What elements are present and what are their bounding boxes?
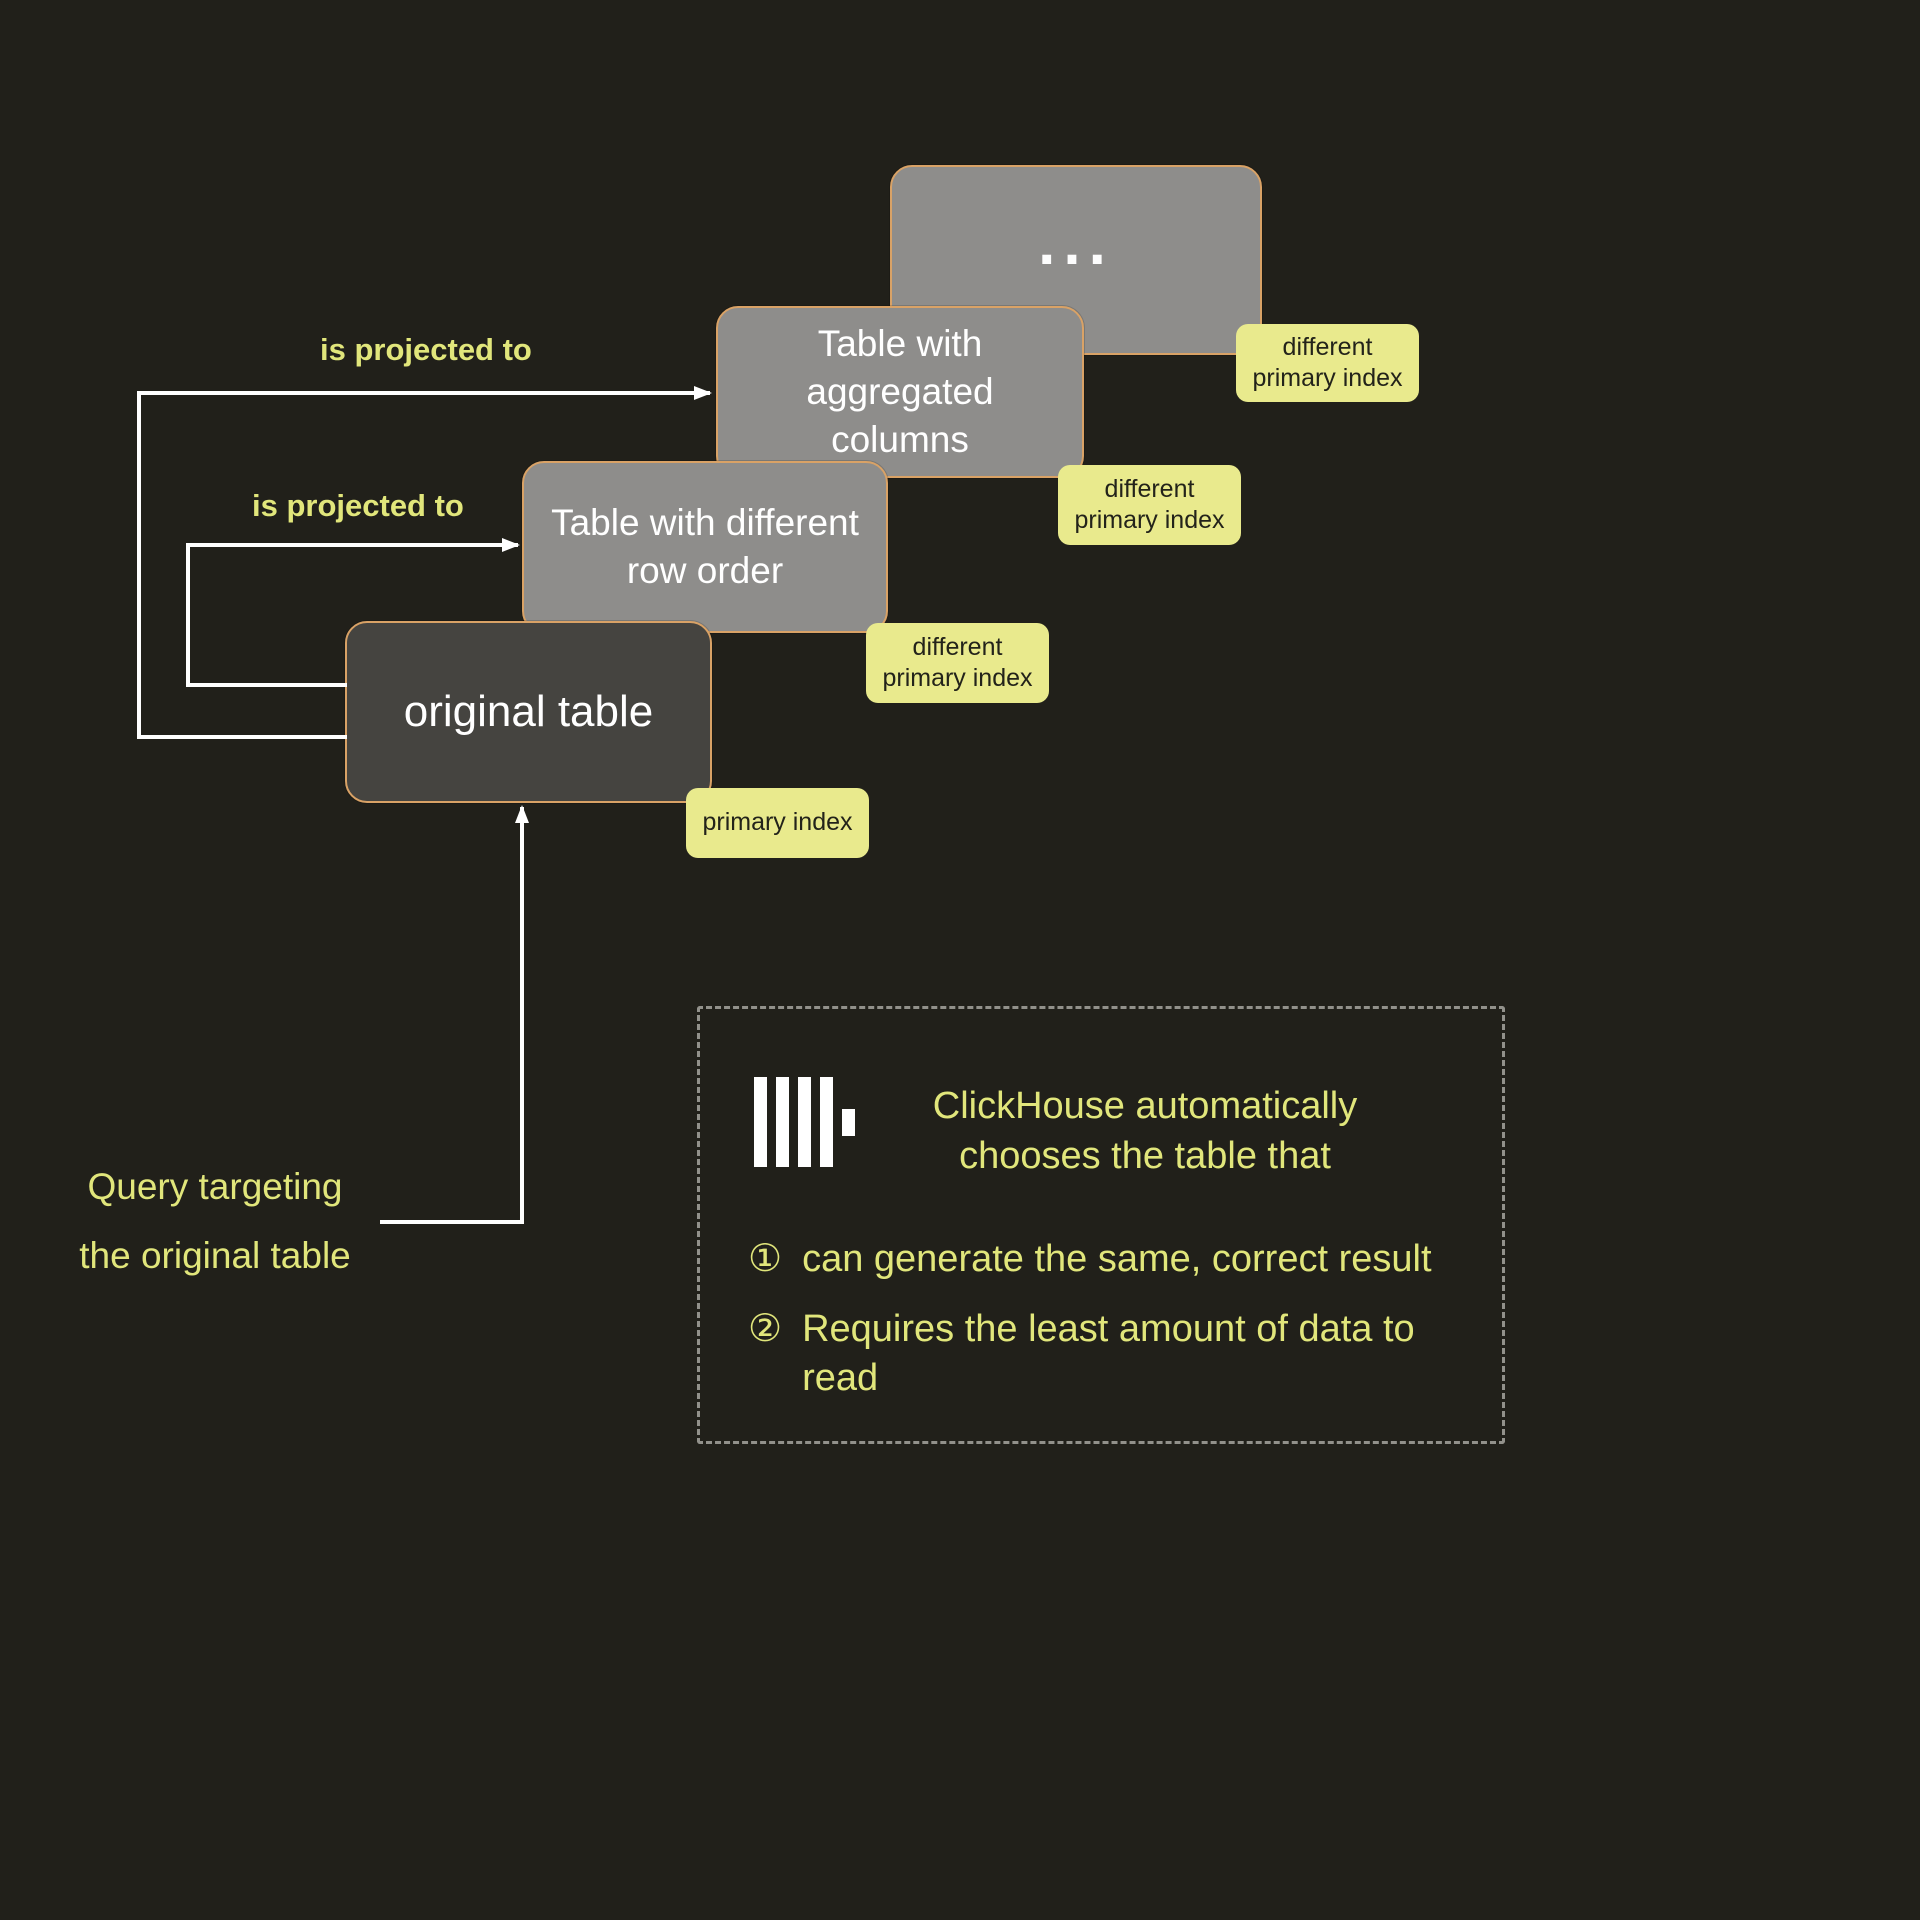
query-targeting-label: Query targeting the original table [30,1168,400,1274]
logo-bar-short [842,1108,855,1136]
original-table-label: original table [403,687,654,737]
original-table-box: original table [345,621,712,803]
query-targeting-line2: the original table [79,1235,351,1276]
logo-bar [776,1077,789,1167]
arrow-query-to-original [380,805,529,1224]
clickhouse-info-panel: ClickHouse automatically chooses the tab… [697,1006,1505,1444]
arrow-original-to-aggregated [137,386,712,739]
aggregated-columns-table-box: Table with aggregated columns [716,306,1084,478]
clickhouse-logo-icon [754,1077,855,1167]
tag-different-primary-index-bottom: different primary index [866,623,1049,703]
logo-bar [820,1077,833,1167]
panel-item-2-text: Requires the least amount of data to rea… [802,1308,1415,1400]
panel-item-1-text: can generate the same, correct result [802,1238,1432,1280]
panel-item-2: ② Requires the least amount of data to r… [748,1305,1482,1404]
query-targeting-line1: Query targeting [87,1166,343,1207]
arrow-original-to-row-order [186,538,520,687]
logo-bar [754,1077,767,1167]
aggregated-columns-table-label: Table with aggregated columns [806,322,994,461]
is-projected-to-label-middle: is projected to [252,488,464,523]
ellipsis-text: ... [1038,208,1114,278]
is-projected-to-label-top: is projected to [320,332,532,367]
tag-different-primary-index-middle: different primary index [1058,465,1241,545]
tag-different-primary-index-top: different primary index [1236,324,1419,402]
panel-item-1: ① can generate the same, correct result [748,1235,1482,1284]
panel-heading: ClickHouse automatically chooses the tab… [932,1085,1358,1178]
panel-item-2-number: ② [748,1308,783,1350]
different-row-order-table-label: Table with different row order [551,501,859,591]
panel-item-1-number: ① [748,1238,783,1280]
logo-bar [798,1077,811,1167]
tag-primary-index: primary index [686,788,869,858]
